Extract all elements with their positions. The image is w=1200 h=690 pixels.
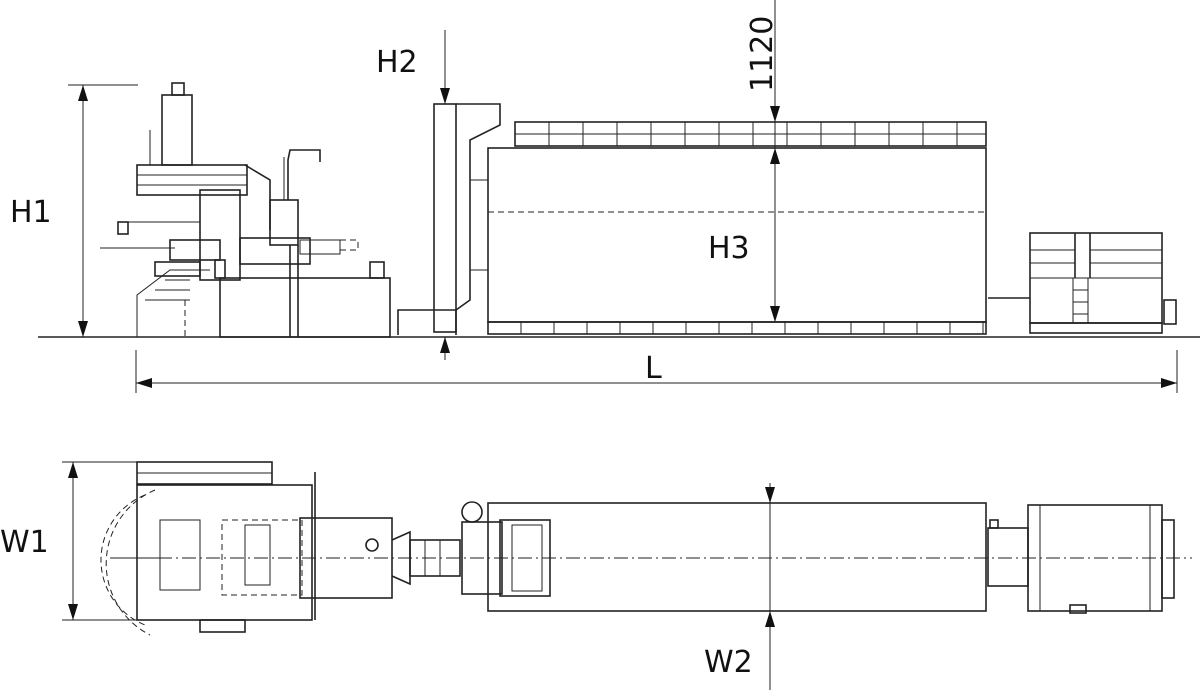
side-view: H1 H2 [10, 0, 1200, 393]
winder-top [987, 504, 1175, 614]
h1-label: H1 [10, 195, 52, 230]
extruder-top [100, 461, 393, 636]
h3-label: H3 [708, 231, 750, 266]
cooling-column [397, 103, 501, 335]
length-dimension [135, 350, 1178, 393]
winder-section [988, 232, 1177, 334]
h2-dimension [440, 30, 450, 360]
drying-oven [487, 121, 987, 335]
dimension-1120-label: 1120 [745, 16, 780, 92]
w2-dimension [765, 483, 775, 690]
h2-label: H2 [376, 45, 418, 80]
drying-oven-top [487, 502, 987, 612]
h1-dimension [68, 84, 138, 337]
w2-label: W2 [704, 645, 753, 680]
w1-dimension [62, 461, 140, 621]
extruder-section [100, 82, 391, 338]
transition-top [391, 501, 551, 597]
length-label: L [645, 351, 662, 386]
oven-grid-ticks [487, 122, 984, 334]
w1-label: W1 [0, 525, 49, 560]
top-view: W1 W2 [0, 461, 1192, 690]
height-1120-dimension [770, 0, 780, 322]
